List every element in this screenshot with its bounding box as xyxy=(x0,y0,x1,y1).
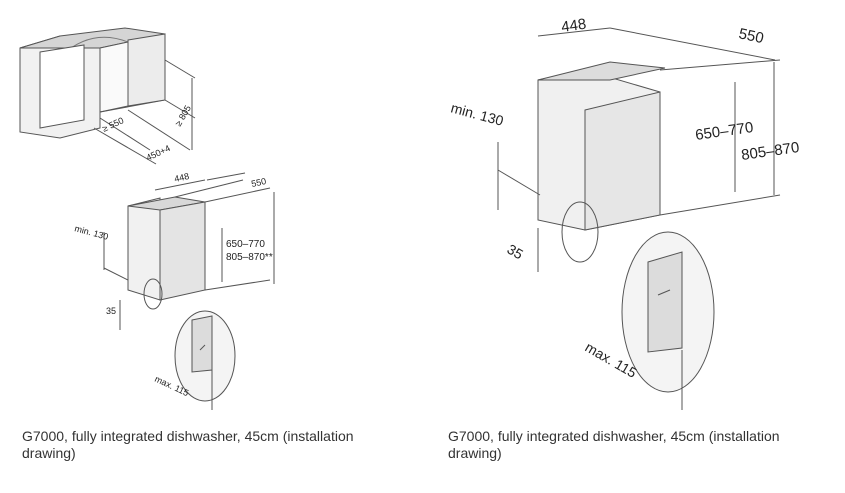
depth-label: 550 xyxy=(737,25,765,47)
left-panel: ≥ 550 ≥ 805 450+4 448 550 min. xyxy=(0,0,420,493)
height-niche-label: 805–870** xyxy=(226,252,273,263)
clearance-label: min. 130 xyxy=(449,99,505,128)
height-unit-label: 650–770 xyxy=(694,119,754,144)
dishwasher-illustration xyxy=(103,172,275,410)
height-unit-label: 650–770 xyxy=(226,239,265,250)
height-niche-label: 805–870 xyxy=(740,139,800,164)
right-panel: 448 550 min. 130 650–770 805–870 35 max.… xyxy=(420,0,845,493)
foot-label: 35 xyxy=(505,241,527,263)
niche-illustration xyxy=(19,27,196,165)
right-installation-drawing: 448 550 min. 130 650–770 805–870 35 max.… xyxy=(449,16,800,410)
width-label: 448 xyxy=(173,171,190,184)
left-caption: G7000, fully integrated dishwasher, 45cm… xyxy=(22,428,354,461)
width-label: 448 xyxy=(560,16,587,36)
right-caption: G7000, fully integrated dishwasher, 45cm… xyxy=(448,428,780,461)
top-depth-label: ≥ 550 xyxy=(101,115,126,134)
foot-label: 35 xyxy=(106,306,116,316)
depth-label: 550 xyxy=(250,176,267,189)
clearance-label: min. 130 xyxy=(73,223,109,242)
left-installation-drawing: ≥ 550 ≥ 805 450+4 448 550 min. xyxy=(19,27,275,410)
dishwasher-large-illustration xyxy=(497,27,781,410)
top-width-label: 450+4 xyxy=(145,143,172,163)
